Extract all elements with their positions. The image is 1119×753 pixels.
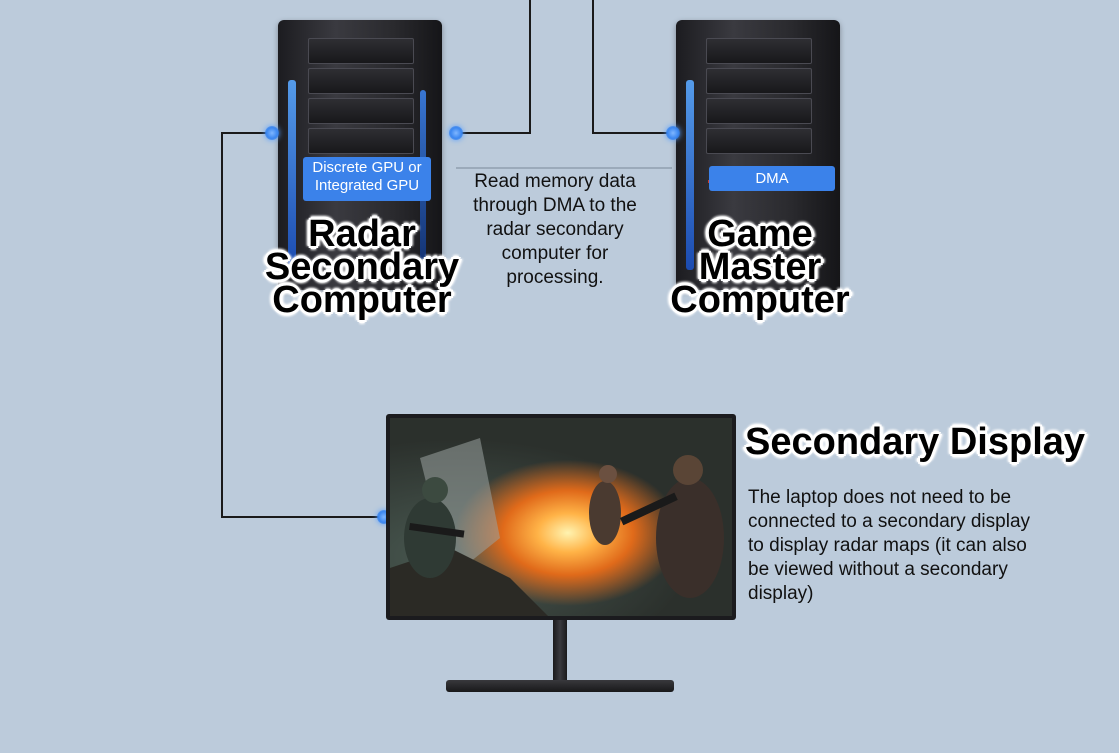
port-dot	[449, 126, 463, 140]
gpu-chip-line2: Integrated GPU	[314, 177, 420, 194]
dma-note-line2: through DMA to the	[473, 195, 637, 216]
dma-chip-label: DMA	[755, 170, 789, 187]
led-stripe	[288, 80, 296, 270]
game-cable	[592, 0, 673, 134]
radar-computer-label: Radar Secondary Computer	[252, 213, 472, 321]
sec-desc-line1: The laptop does not need to be	[748, 487, 1012, 508]
dma-note: Read memory data through DMA to the rada…	[450, 170, 660, 290]
drive-bay	[706, 68, 812, 94]
tower-body	[278, 20, 442, 290]
dma-note-line5: processing.	[506, 267, 604, 288]
game-scene-illustration	[390, 438, 724, 616]
secondary-monitor	[386, 414, 736, 620]
drive-bay	[706, 128, 812, 154]
sec-desc-line4: be viewed without a secondary	[748, 559, 1008, 580]
dma-note-line3: radar secondary	[486, 219, 624, 240]
drive-bay	[308, 128, 414, 154]
drive-bay	[308, 68, 414, 94]
monitor-stand-base	[446, 680, 674, 692]
game-label-line3: Computer	[670, 279, 850, 321]
monitor-stand-neck	[553, 620, 567, 682]
led-stripe	[686, 80, 694, 270]
secondary-display-description: The laptop does not need to be connected…	[748, 486, 1088, 606]
display-cable	[221, 132, 384, 518]
sec-desc-line5: display)	[748, 583, 814, 604]
radar-label-line2: Secondary	[264, 246, 460, 288]
tower-body	[676, 20, 840, 290]
sec-desc-line3: to display radar maps (it can also	[748, 535, 1027, 556]
game-computer-label: Game Master Computer	[655, 213, 865, 321]
game-label-line2: Master	[698, 246, 822, 288]
secondary-display-title: Secondary Display	[745, 421, 1086, 463]
dma-note-line4: computer for	[501, 243, 609, 264]
sec-desc-line2: connected to a secondary display	[748, 511, 1031, 532]
drive-bay	[706, 98, 812, 124]
radar-label-line1: Radar	[308, 213, 416, 255]
monitor-game-screen	[390, 418, 732, 616]
drive-bay	[706, 38, 812, 64]
drive-bay	[308, 98, 414, 124]
drive-bay	[308, 38, 414, 64]
port-dot	[666, 126, 680, 140]
dma-note-line1: Read memory data	[474, 171, 636, 192]
game-computer-tower	[668, 20, 848, 290]
dma-chip: DMA	[709, 166, 835, 191]
gpu-chip-line1: Discrete GPU or	[312, 159, 422, 176]
port-dot	[265, 126, 279, 140]
gpu-chip: Discrete GPU or Integrated GPU	[303, 157, 431, 201]
game-label-line1: Game	[707, 213, 813, 255]
dma-cable	[456, 0, 531, 134]
radar-computer-tower	[270, 20, 450, 290]
radar-label-line3: Computer	[272, 279, 452, 321]
